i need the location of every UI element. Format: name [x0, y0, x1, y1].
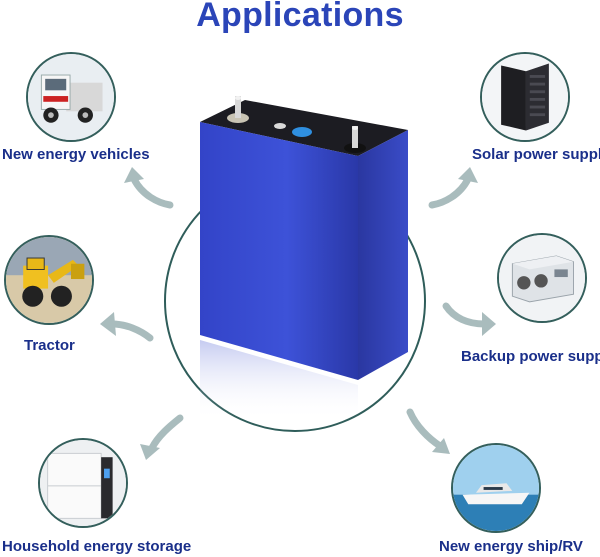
label-tractor: Tractor — [24, 337, 75, 354]
yacht-icon — [453, 445, 539, 531]
arrow-to-solar-icon — [428, 167, 478, 209]
label-backup-power-supply: Backup power supply — [461, 348, 600, 365]
thumb-backup-power-supply — [497, 233, 587, 323]
arrow-to-tractor-icon — [100, 312, 154, 342]
battery-cell-image — [200, 96, 408, 420]
ups-unit-icon — [499, 235, 585, 321]
label-solar-power-supply: Solar power supply — [472, 146, 600, 163]
thumb-new-energy-ship-rv — [451, 443, 541, 533]
label-new-energy-vehicles: New energy vehicles — [2, 146, 150, 163]
arrow-to-vehicles-icon — [124, 167, 174, 209]
label-household-energy-storage: Household energy storage — [2, 538, 192, 555]
arrow-to-ship-icon — [406, 408, 450, 454]
truck-icon — [28, 54, 114, 140]
thumb-new-energy-vehicles — [26, 52, 116, 142]
page-title: Applications — [196, 0, 404, 34]
home-storage-icon — [40, 440, 126, 526]
arrow-to-household-icon — [140, 414, 184, 460]
label-new-energy-ship-rv: New energy ship/RV — [439, 538, 583, 555]
solar-battery-rack-icon — [482, 54, 568, 140]
arrow-to-backup-icon — [442, 302, 496, 336]
thumb-household-energy-storage — [38, 438, 128, 528]
thumb-solar-power-supply — [480, 52, 570, 142]
thumb-tractor — [4, 235, 94, 325]
tractor-icon — [6, 237, 92, 323]
